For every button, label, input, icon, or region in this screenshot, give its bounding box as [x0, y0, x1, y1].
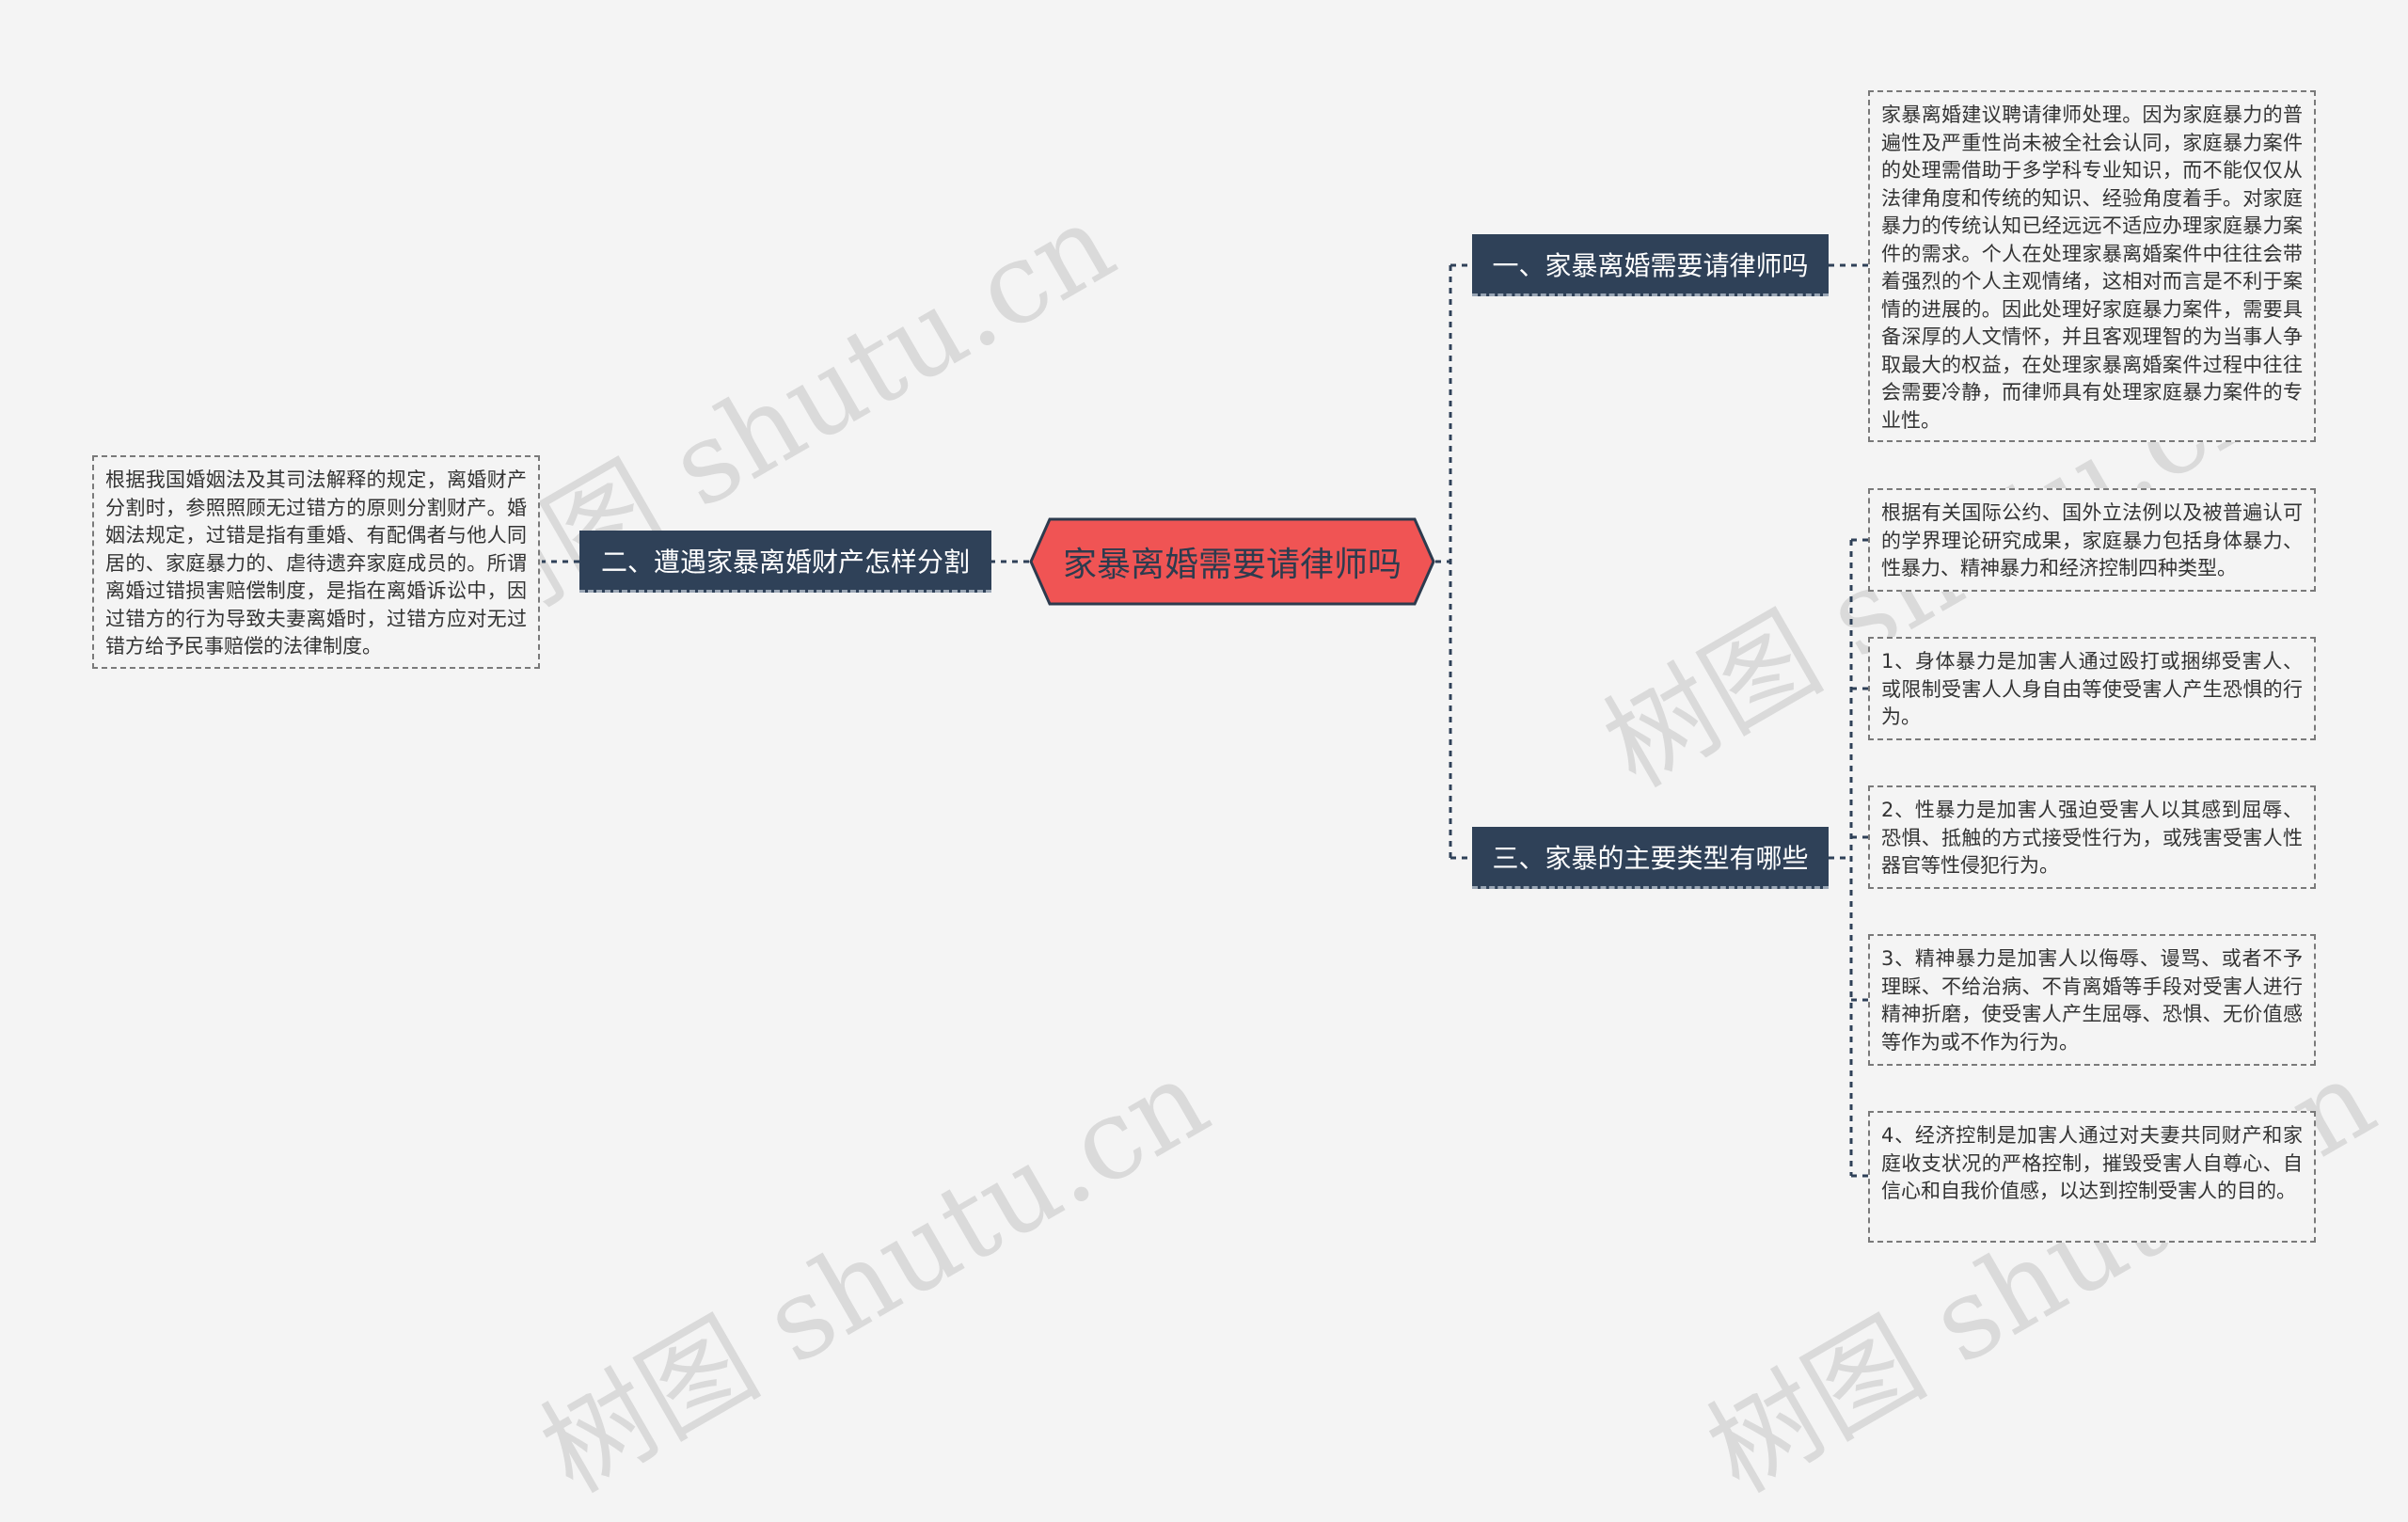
- mind-map-canvas: 树图 shutu.cn 树图 shutu.cn 树图 shutu.cn 树图 s…: [92, 90, 2395, 1517]
- leaf-economic-control: 4、经济控制是加害人通过对夫妻共同财产和家庭收支状况的严格控制，摧毁受害人自尊心…: [1868, 1111, 2316, 1243]
- root-node-label: 家暴离婚需要请律师吗: [1062, 546, 1402, 584]
- branch-node-2[interactable]: 二、遭遇家暴离婚财产怎样分割: [579, 531, 991, 593]
- branch-node-1[interactable]: 一、家暴离婚需要请律师吗: [1472, 234, 1829, 296]
- leaf-physical-violence: 1、身体暴力是加害人通过殴打或捆绑受害人、或限制受害人人身自由等使受害人产生恐惧…: [1868, 637, 2316, 740]
- leaf-branch1-detail: 家暴离婚建议聘请律师处理。因为家庭暴力的普遍性及严重性尚未被全社会认同，家庭暴力…: [1868, 90, 2316, 442]
- leaf-violence-types-intro: 根据有关国际公约、国外立法例以及被普遍认可的学界理论研究成果，家庭暴力包括身体暴…: [1868, 488, 2316, 592]
- leaf-mental-violence: 3、精神暴力是加害人以侮辱、谩骂、或者不予理睬、不给治病、不肯离婚等手段对受害人…: [1868, 934, 2316, 1066]
- leaf-branch2-detail: 根据我国婚姻法及其司法解释的规定，离婚财产分割时，参照照顾无过错方的原则分割财产…: [92, 455, 540, 669]
- branch-node-3[interactable]: 三、家暴的主要类型有哪些: [1472, 827, 1829, 889]
- connector-lines: [542, 263, 1868, 1178]
- root-node-shape: [1029, 517, 1435, 606]
- root-node[interactable]: 家暴离婚需要请律师吗: [1029, 517, 1435, 606]
- leaf-sexual-violence: 2、性暴力是加害人强迫受害人以其感到屈辱、恐惧、抵触的方式接受性行为，或残害受害…: [1868, 785, 2316, 889]
